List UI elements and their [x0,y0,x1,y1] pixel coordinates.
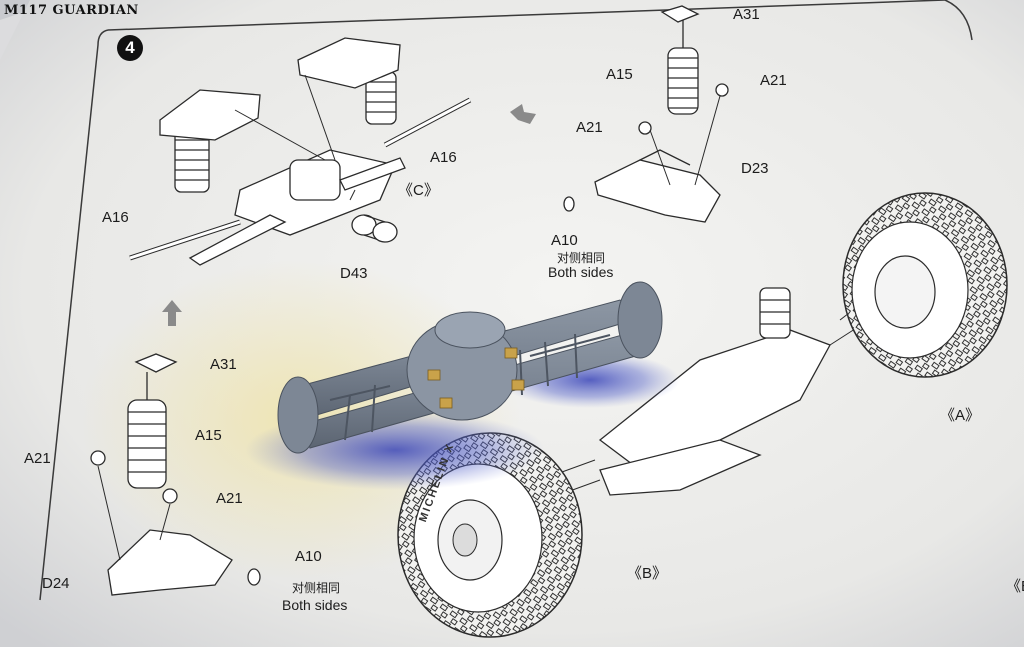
tire-a-drawing [842,192,1008,378]
label-a15-top: A15 [606,66,633,83]
label-a15-bottom: A15 [195,427,222,444]
top-right-suspension-drawing [563,5,729,223]
label-a16-upper: A16 [430,149,457,166]
label-d24: D24 [42,575,70,592]
label-a21-bottom-right: A21 [216,490,243,507]
label-a21-top-right: A21 [760,72,787,89]
label-a10-bottom: A10 [295,548,322,565]
note-cn-top: 对侧相同 [557,251,606,265]
assembled-model-axle [245,281,680,490]
top-left-axle-drawing [129,37,472,266]
note-en-bottom: Both sides [282,597,348,613]
label-a16-lower: A16 [102,209,129,226]
direction-arrows [162,104,536,326]
watermark-text: M117 GUARDIAN [4,3,139,18]
label-a31-bottom: A31 [210,356,237,373]
label-subassembly-a: 《A》 [940,407,981,424]
label-subassembly-c: 《C》 [398,182,439,199]
label-subassembly-b: 《B》 [627,565,668,582]
label-a31-top: A31 [733,6,760,23]
label-subassembly-e-partial: 《E [1006,578,1024,595]
label-a21-top-left: A21 [576,119,603,136]
note-en-top: Both sides [548,264,614,280]
label-d43: D43 [340,265,368,282]
note-cn-bottom: 对侧相同 [292,581,341,595]
label-a10-top: A10 [551,232,578,249]
bottom-left-suspension-drawing [90,353,261,596]
label-d23: D23 [741,160,769,177]
step-number-badge: 4 [117,35,143,61]
label-a21-bottom-left: A21 [24,450,51,467]
